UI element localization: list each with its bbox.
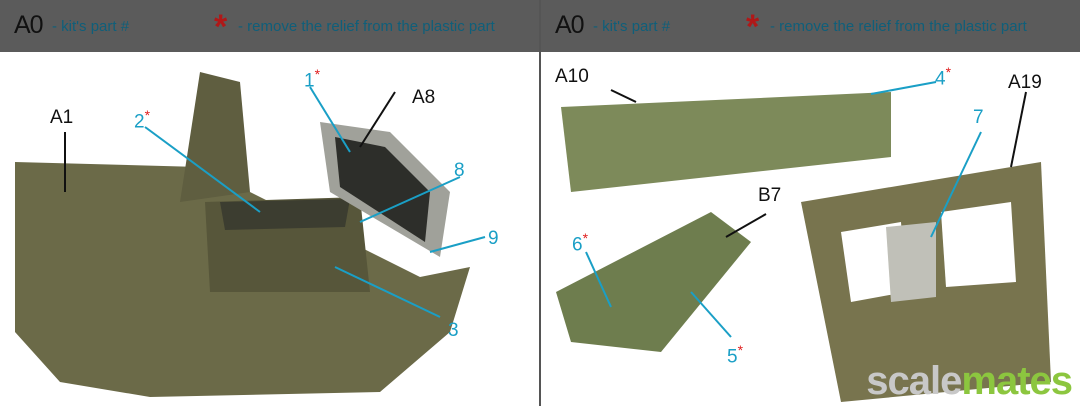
part-legend: - kit's part #	[593, 18, 671, 35]
callout-1: 1*	[304, 66, 321, 92]
legend-header: A0 - kit's part # * - remove the relief …	[0, 0, 539, 52]
asterisk-icon: *	[746, 8, 760, 46]
cockpit-floor-photo	[15, 72, 486, 397]
panel-divider	[539, 0, 541, 406]
label-a8: A8	[412, 87, 436, 108]
part-legend: - kit's part #	[52, 18, 130, 35]
scalemates-watermark: scalemates	[866, 359, 1073, 403]
seats-photo	[556, 81, 1051, 402]
left-panel: A0 - kit's part # * - remove the relief …	[0, 0, 539, 406]
callout-3: 3	[448, 320, 459, 341]
callout-7: 7	[973, 107, 984, 128]
right-panel: A0 - kit's part # * - remove the relief …	[541, 0, 1080, 406]
callout-4: 4*	[935, 64, 952, 90]
label-a1: A1	[50, 107, 74, 128]
asterisk-icon: *	[214, 8, 228, 46]
label-b7: B7	[758, 185, 782, 206]
label-a19: A19	[1008, 72, 1042, 93]
part-code: A0	[555, 11, 585, 39]
callout-6: 6*	[572, 230, 589, 256]
asterisk-legend: - remove the relief from the plastic par…	[770, 18, 1027, 35]
label-a10: A10	[555, 66, 589, 87]
callout-9: 9	[488, 228, 499, 249]
callout-2: 2*	[134, 107, 151, 133]
callout-5: 5*	[727, 342, 744, 368]
asterisk-legend: - remove the relief from the plastic par…	[238, 18, 495, 35]
callout-8: 8	[454, 160, 465, 181]
legend-header-right: A0 - kit's part # * - remove the relief …	[541, 0, 1080, 52]
part-code: A0	[14, 11, 44, 39]
